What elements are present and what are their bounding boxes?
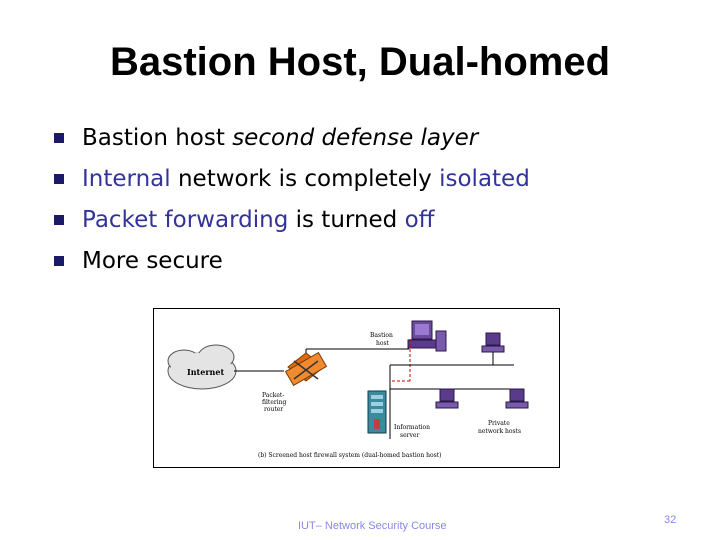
network-diagram-figure: Internet Packet- filtering router Bastio… bbox=[153, 308, 560, 468]
network-diagram: Internet Packet- filtering router Bastio… bbox=[167, 320, 529, 459]
bullet-item: More secure bbox=[54, 241, 530, 282]
square-bullet-icon bbox=[54, 256, 64, 266]
bullet-highlight: off bbox=[404, 207, 435, 233]
private-host-computer-icon bbox=[481, 332, 505, 353]
private-host-computer-icon bbox=[505, 388, 529, 409]
bastion-host-computer-icon bbox=[407, 320, 447, 352]
bullet-highlight: Packet forwarding bbox=[82, 207, 289, 233]
private-host-computer-icon bbox=[435, 388, 459, 409]
internet-label: Internet bbox=[187, 367, 224, 377]
bastion-label-1: Bastion bbox=[370, 332, 393, 339]
internet-cloud-icon bbox=[167, 344, 237, 390]
square-bullet-icon bbox=[54, 133, 64, 143]
bullet-highlight: Internal bbox=[82, 166, 171, 192]
square-bullet-icon bbox=[54, 215, 64, 225]
bullet-emphasis: second defense layer bbox=[232, 125, 479, 151]
bullet-text: Bastion host bbox=[82, 125, 233, 151]
bullet-item: Bastion host second defense layer bbox=[54, 118, 530, 159]
bullet-text: network is completely bbox=[170, 166, 440, 192]
private-label-1: Private bbox=[488, 420, 510, 427]
router-label-1: Packet- bbox=[262, 392, 284, 399]
bullet-item: Internal network is completely isolated bbox=[54, 159, 530, 200]
info-server-label-1: Information bbox=[394, 424, 430, 431]
bastion-label-2: host bbox=[376, 340, 390, 347]
private-label-2: network hosts bbox=[478, 428, 521, 435]
figure-caption: (b) Screened host firewall system (dual-… bbox=[258, 452, 441, 459]
footer-course: IUT– Network Security Course bbox=[298, 520, 447, 532]
bullet-highlight: isolated bbox=[439, 166, 530, 192]
bullet-list: Bastion host second defense layer Intern… bbox=[54, 118, 530, 282]
page-number: 32 bbox=[664, 514, 677, 526]
bullet-item: Packet forwarding is turned off bbox=[54, 200, 530, 241]
information-server-icon bbox=[367, 390, 387, 434]
router-label-2: filtering bbox=[262, 399, 287, 406]
router-label-3: router bbox=[264, 406, 283, 413]
slide-title: Bastion Host, Dual-homed bbox=[109, 40, 611, 84]
router-icon bbox=[284, 351, 328, 387]
info-server-label-2: server bbox=[400, 432, 419, 439]
bullet-text: is turned bbox=[288, 207, 405, 233]
bullet-text: More secure bbox=[82, 248, 223, 274]
square-bullet-icon bbox=[54, 174, 64, 184]
